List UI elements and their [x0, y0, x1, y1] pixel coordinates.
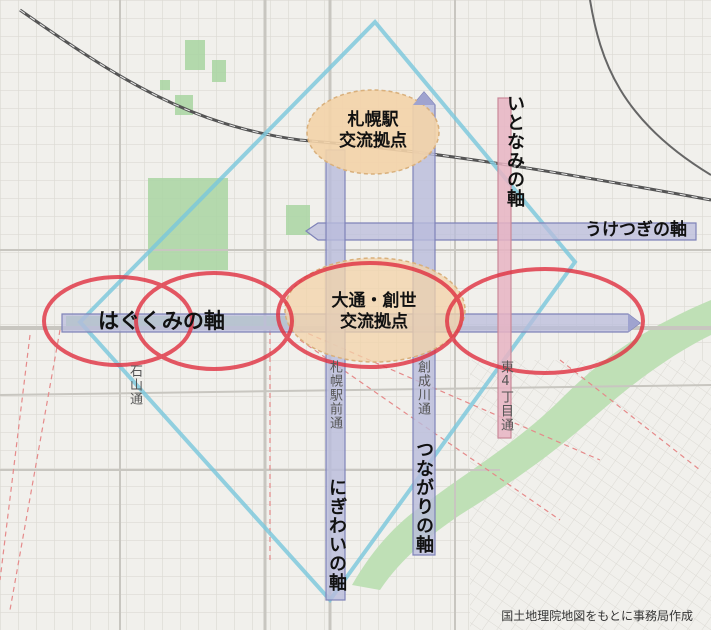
higashi4-street-label: 東4丁目通	[498, 360, 513, 432]
ekimae-street-label: 札幌駅前通	[327, 360, 342, 430]
river	[352, 300, 711, 590]
ishiyama-street-label: 石山通	[127, 364, 142, 406]
hagukumi-axis-label: はぐくみの軸	[98, 309, 225, 333]
nigiwai-axis-label: にぎわいの軸	[326, 478, 347, 592]
vertical-axis-arrow-icon	[413, 92, 435, 105]
odori-sosei-hub-label: 大通・創世 交流拠点	[316, 291, 432, 334]
hub-type: 交流拠点	[340, 312, 408, 333]
soseigawa-street-label: 創成川通	[415, 360, 430, 416]
parks	[66, 40, 310, 326]
horizontal-axis-arrow-icon	[628, 314, 640, 332]
itonami-axis-band	[497, 97, 512, 439]
odori-sosei-hub-area	[284, 257, 466, 363]
uketsugi-axis-label: うけつぎの軸	[585, 220, 687, 240]
map-credit: 国土地理院地図をもとに事務局作成	[501, 609, 693, 623]
tsunagari-axis-label: つながりの軸	[413, 440, 434, 554]
hub-type: 交流拠点	[339, 131, 407, 152]
itonami-axis-label: いとなみの軸	[504, 94, 525, 208]
sapporo-station-hub-area	[306, 89, 440, 175]
sapporo-station-hub-label: 札幌駅 交流拠点	[320, 110, 426, 153]
hub-name: 大通・創世	[331, 291, 417, 311]
hagukumi-zone-ellipses	[42, 261, 645, 375]
hub-name: 札幌駅	[347, 110, 399, 130]
